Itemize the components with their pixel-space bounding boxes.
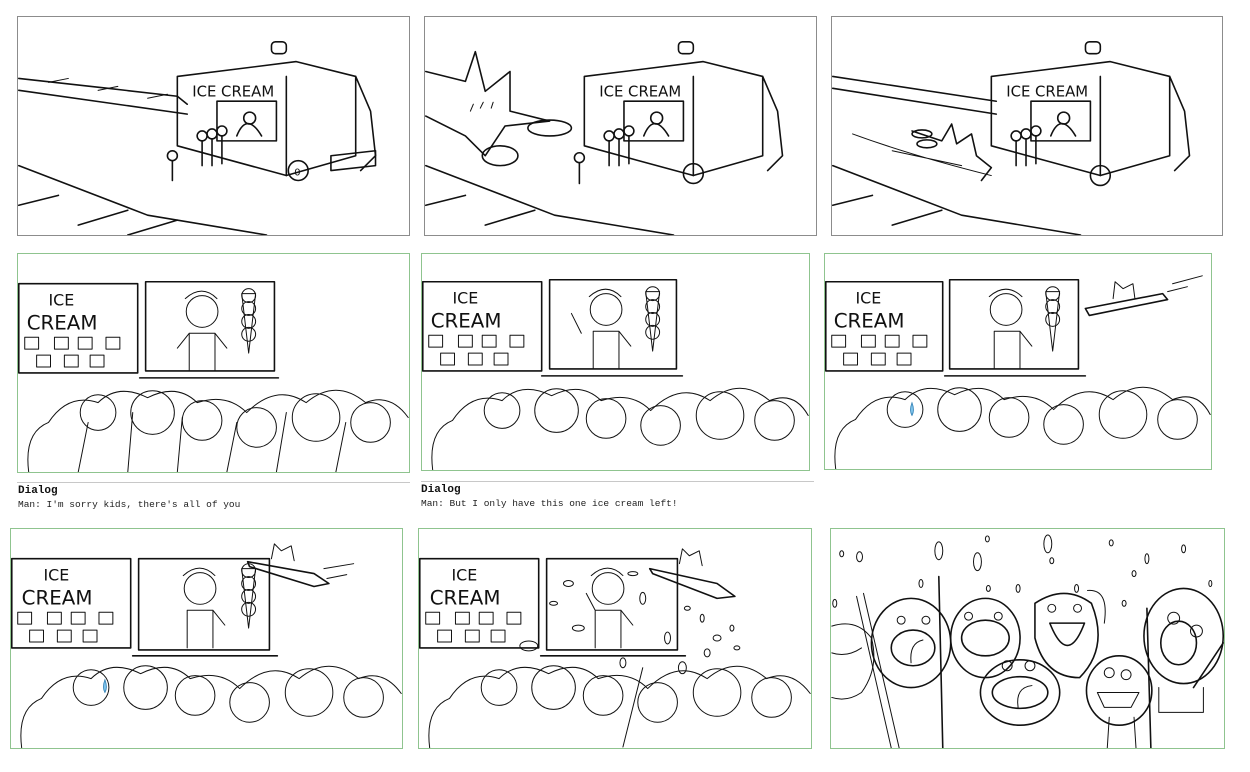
ice-cream-scatter-sketch: ICE CREAM (419, 548, 811, 748)
storyboard-panel-8[interactable]: ICE CREAM (418, 528, 812, 749)
dialog-text: Man: I'm sorry kids, there's all of you (18, 499, 241, 510)
storyboard-panel-4[interactable]: ICE CREAM (17, 253, 410, 473)
menu-line-1: ICE (453, 289, 479, 308)
menu-line-1: ICE (451, 566, 477, 585)
menu-line-2: CREAM (22, 586, 93, 609)
menu-line-1: ICE (43, 566, 69, 585)
dialog-title: Dialog (18, 485, 58, 497)
creature-speeding-sketch: ICE CREAM (832, 40, 1191, 235)
menu-line-2: CREAM (430, 586, 501, 609)
kids-celebrating-sketch (831, 534, 1224, 748)
storyboard-panel-6[interactable]: ICE CREAM (824, 253, 1212, 470)
dialog-text: Man: But I only have this one ice cream … (421, 498, 678, 509)
truck-sign: ICE CREAM (599, 82, 681, 100)
truck-sign: ICE CREAM (192, 82, 274, 100)
cat-flying-sketch: ICE CREAM (825, 275, 1211, 469)
menu-line-2: CREAM (27, 311, 98, 334)
vendor-crowd-sketch: ICE CREAM (18, 280, 409, 472)
dialog-separator (421, 481, 814, 482)
menu-line-1: ICE (856, 289, 882, 308)
storyboard-panel-9[interactable] (830, 528, 1225, 749)
dialog-title: Dialog (421, 484, 461, 496)
vendor-waving-sketch: ICE CREAM (422, 278, 809, 470)
menu-line-2: CREAM (431, 309, 502, 332)
truck-sign: ICE CREAM (1006, 82, 1088, 100)
storyboard-panel-1[interactable]: ICE CREAM 0 (17, 16, 410, 236)
menu-line-1: ICE (49, 291, 75, 310)
storyboard-panel-7[interactable]: ICE CREAM (10, 528, 403, 749)
truck-street-sketch: ICE CREAM 0 (18, 40, 377, 235)
dialog-separator (17, 482, 410, 483)
creature-approach-sketch: ICE CREAM (425, 40, 784, 235)
svg-text:0: 0 (294, 168, 300, 179)
storyboard-panel-3[interactable]: ICE CREAM (831, 16, 1223, 236)
menu-line-2: CREAM (834, 309, 905, 332)
cat-grabs-sketch: ICE CREAM (11, 543, 402, 748)
storyboard-panel-2[interactable]: ICE CREAM (424, 16, 817, 236)
storyboard-panel-5[interactable]: ICE CREAM (421, 253, 810, 471)
